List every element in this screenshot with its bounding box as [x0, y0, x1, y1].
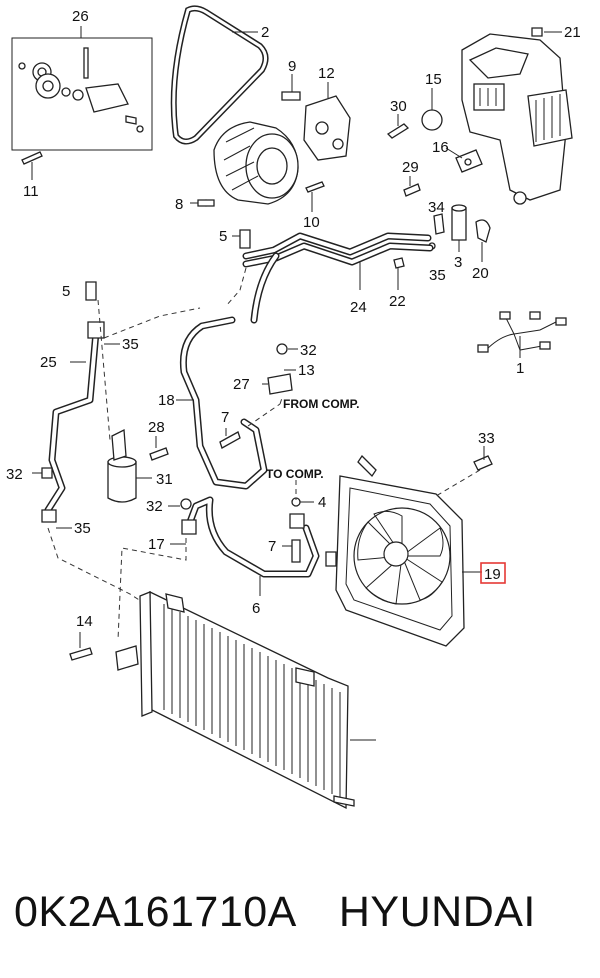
callout-7-upper: 7: [221, 409, 229, 426]
callout-6: 14: [76, 613, 93, 630]
idler-pulley-inset: [11, 26, 153, 180]
condenser-pipe: [117, 480, 320, 641]
callout-5-left: 5: [62, 283, 70, 300]
drive-belt: [170, 5, 269, 145]
callout-24: 24: [350, 299, 367, 316]
callout-10: 10: [303, 214, 320, 231]
callout-26: 26: [72, 8, 89, 25]
callout-2: 2: [261, 24, 269, 41]
callout-30: 30: [390, 98, 407, 115]
callout-21: 21: [564, 24, 581, 41]
callout-15: 15: [425, 71, 442, 88]
callout-7-lower: 7: [268, 538, 276, 555]
callout-27: 27: [233, 376, 250, 393]
suction-pipe: [176, 316, 298, 490]
part-number: 0K2A161710A: [14, 887, 297, 936]
callout-4: 33: [478, 430, 495, 447]
highlight-box: [480, 562, 506, 584]
liquid-pipe-left: [32, 281, 201, 621]
callout-labels: 26 2 21 9 12 15 30 16 11 8 10 29 34 5 35…: [6, 8, 581, 630]
callout-9: 9: [288, 58, 296, 75]
discharge-pipe: [225, 232, 434, 324]
callout-23-upper: 32: [300, 342, 317, 359]
callout-33: 17: [148, 536, 165, 553]
callout-28: 28: [148, 419, 165, 436]
callout-34: 34: [428, 199, 445, 216]
callout-20: 20: [472, 265, 489, 282]
to-comp-note: TO COMP.: [266, 467, 324, 481]
callout-12: 12: [318, 65, 335, 82]
ac-compressor: [190, 121, 299, 207]
expansion-valve-group: [386, 88, 491, 262]
callout-35-left: 35: [122, 336, 139, 353]
callout-31: 31: [156, 471, 173, 488]
condenser-fan-assembly: [325, 446, 493, 647]
callout-32: 4: [318, 494, 326, 511]
condenser: [69, 590, 376, 810]
from-comp-note: FROM COMP.: [283, 397, 359, 411]
callout-19: 6: [252, 600, 260, 617]
callout-3: 3: [454, 254, 462, 271]
callout-11: 11: [23, 183, 39, 200]
compressor-bracket: [281, 74, 351, 212]
callout-29: 29: [402, 159, 419, 176]
receiver-drier: [107, 428, 169, 503]
evaporator-unit: [461, 27, 573, 205]
wiring-harness: [477, 311, 567, 358]
callout-18: 18: [158, 392, 175, 409]
callout-1: 1: [516, 360, 524, 377]
callout-35-upper: 35: [429, 267, 446, 284]
callout-25: 25: [40, 354, 57, 371]
pipe-fittings-upper: [232, 229, 436, 290]
callout-13: 13: [298, 362, 315, 379]
callout-23-lower: 32: [146, 498, 163, 515]
part-caption: 0K2A161710A HYUNDAI: [14, 872, 594, 952]
callout-23-left: 32: [6, 466, 23, 483]
callout-35-lower: 35: [74, 520, 91, 537]
callout-22: 22: [389, 293, 406, 310]
brand-name: HYUNDAI: [338, 887, 536, 936]
callout-17: 19: [484, 566, 501, 583]
callout-5-upper: 5: [219, 228, 227, 245]
callout-16: 16: [432, 139, 449, 156]
ac-parts-diagram: 26 2 21 9 12 15 30 16 11 8 10 29 34 5 35…: [6, 5, 581, 810]
callout-8: 8: [175, 196, 183, 213]
